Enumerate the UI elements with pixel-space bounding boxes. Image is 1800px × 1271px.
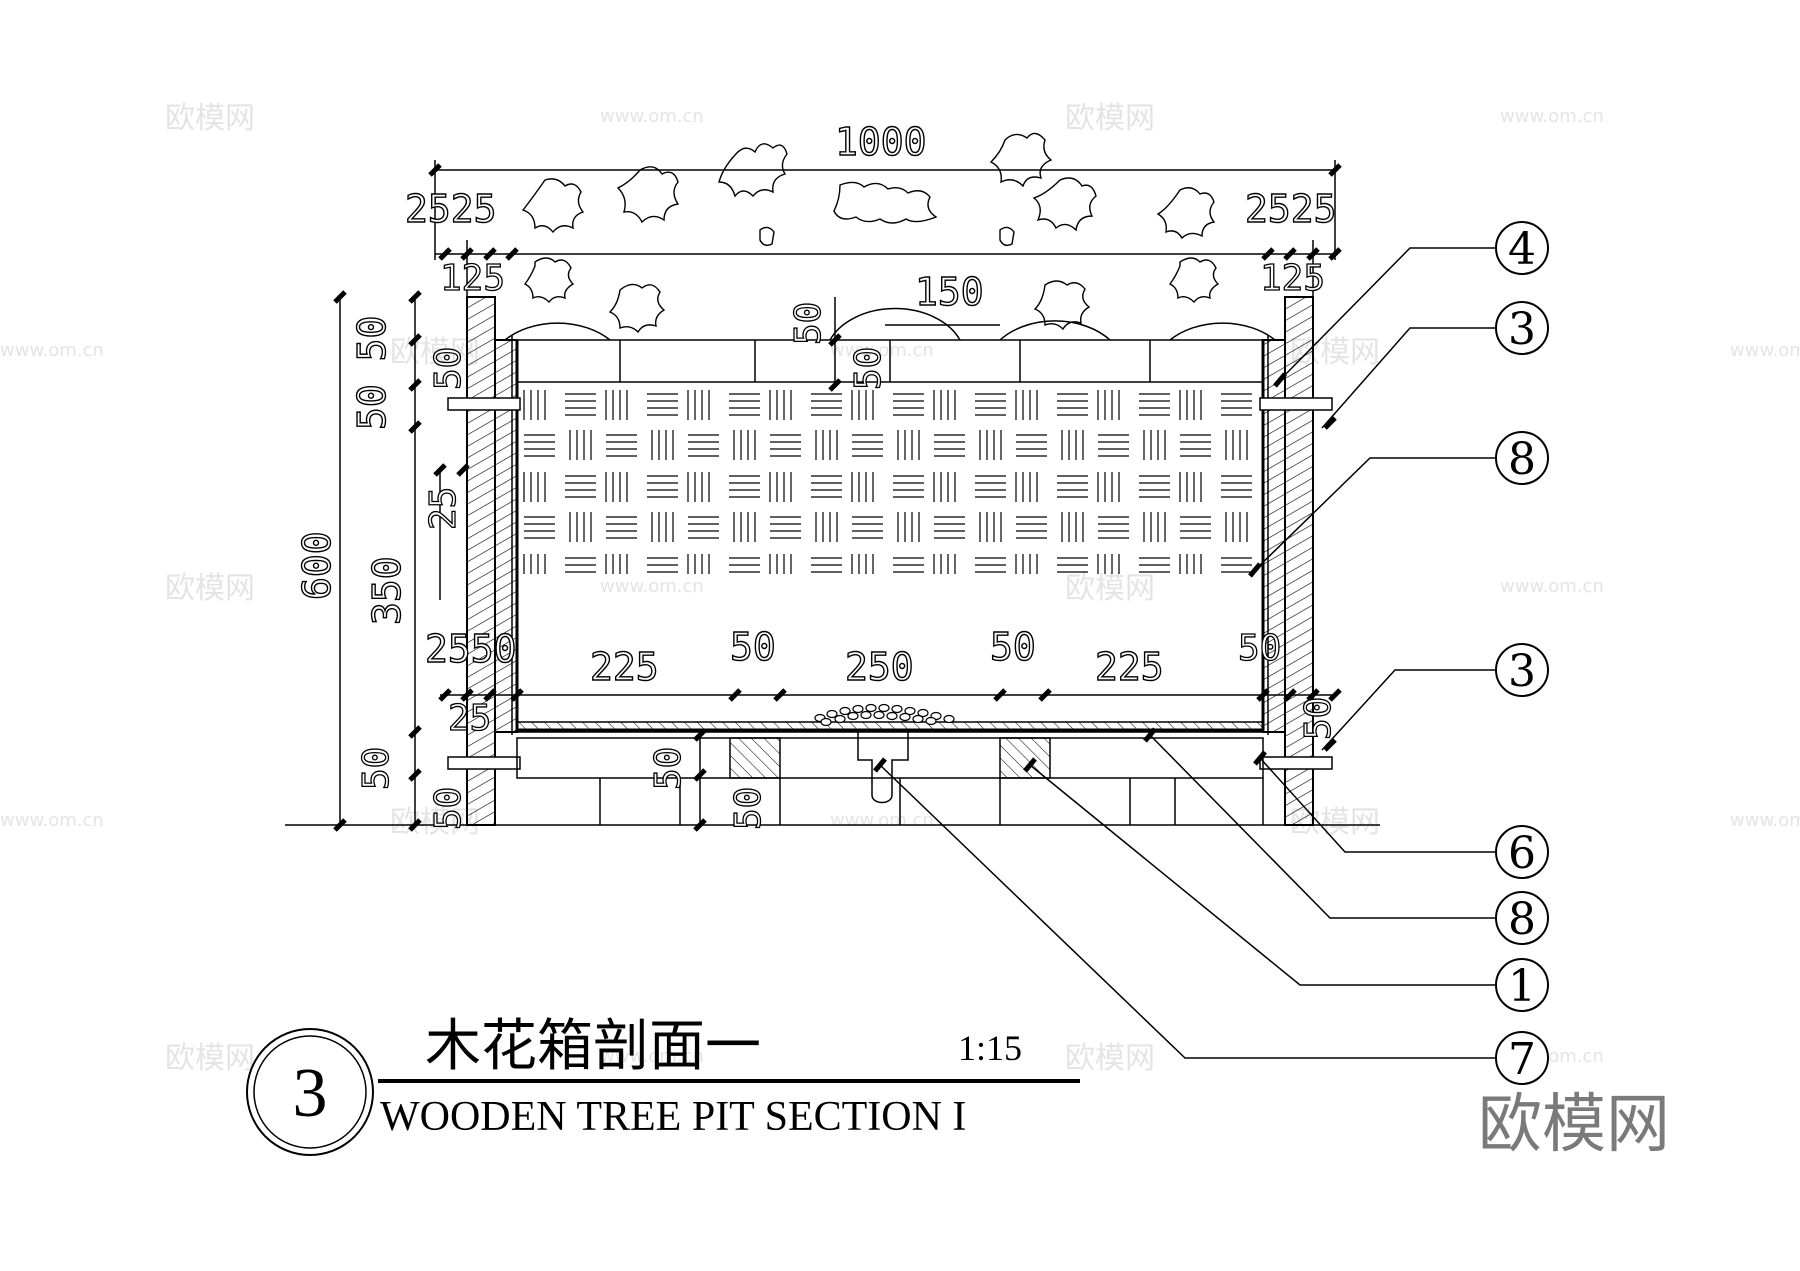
- dim-total-height: 600: [295, 531, 339, 600]
- svg-text:6: 6: [1508, 828, 1536, 879]
- svg-text:www.om.cn: www.om.cn: [600, 106, 704, 127]
- section-number-circle: [246, 1028, 374, 1156]
- svg-text:欧模网: 欧模网: [1065, 571, 1155, 606]
- callout-balloon-4: 4: [1495, 221, 1549, 275]
- title-english: WOODEN TREE PIT SECTION I: [380, 1094, 966, 1140]
- title-chinese: 木花箱剖面一: [425, 1014, 761, 1079]
- svg-text:www.om.cn: www.om.cn: [600, 576, 704, 597]
- planting-soil-fill: [520, 384, 1260, 574]
- dim-bottom-center-span: 250: [845, 645, 914, 689]
- dim-bottom-left-span: 225: [590, 645, 659, 689]
- left-outer-post: [466, 296, 496, 826]
- dim-left-top-pair: 50 50: [350, 316, 394, 430]
- svg-text:www.om.cn: www.om.cn: [0, 340, 104, 361]
- dim-bottom-right-base: 50: [1298, 697, 1339, 740]
- watermark-brand-large: 欧模网: [1478, 1088, 1670, 1162]
- dim-base-block-a: 50: [648, 747, 689, 790]
- svg-text:4: 4: [1508, 224, 1536, 275]
- svg-text:欧模网: 欧模网: [165, 571, 255, 606]
- svg-text:www.om.cn: www.om.cn: [830, 340, 934, 361]
- svg-text:欧模网: 欧模网: [390, 805, 480, 840]
- callout-balloon-8-bottom: 8: [1495, 891, 1549, 945]
- callout-balloon-3-top: 3: [1495, 301, 1549, 355]
- dim-soil-depth: 350: [365, 556, 409, 625]
- dim-top-left-offset: 2525: [405, 187, 497, 231]
- svg-text:www.om.cn: www.om.cn: [1730, 810, 1800, 831]
- callout-balloon-7: 7: [1495, 1031, 1549, 1085]
- bottom-board: [516, 721, 1264, 733]
- svg-text:3: 3: [1508, 304, 1536, 355]
- dim-top-row-a: 50: [788, 302, 829, 345]
- dim-top-row-b: 50: [848, 347, 889, 390]
- left-support-block: [729, 737, 781, 779]
- callout-balloon-1: 1: [1495, 958, 1549, 1012]
- svg-text:7: 7: [1508, 1034, 1536, 1085]
- svg-text:www.om.cn: www.om.cn: [1500, 576, 1604, 597]
- svg-text:www.om.cn: www.om.cn: [1500, 106, 1604, 127]
- dim-top-right-offset: 2525: [1245, 187, 1337, 231]
- top-right-bolt: [1259, 397, 1333, 411]
- bottom-left-bolt: [447, 756, 521, 770]
- drain-outlet: [857, 732, 909, 804]
- svg-text:欧模网: 欧模网: [165, 1041, 255, 1076]
- svg-text:3: 3: [1508, 646, 1536, 697]
- svg-text:欧模网: 欧模网: [165, 101, 255, 136]
- dimension-ticks: [333, 163, 1342, 832]
- dim-left-gap: 25: [423, 487, 464, 530]
- dim-bottom-right-span: 225: [1095, 645, 1164, 689]
- svg-text:www.om.cn: www.om.cn: [1730, 340, 1800, 361]
- dim-left-top-single: 50: [428, 347, 469, 390]
- svg-text:1: 1: [1508, 961, 1536, 1012]
- callout-leaders: [879, 247, 1495, 1059]
- top-left-bolt: [447, 397, 521, 411]
- svg-text:欧模网: 欧模网: [1065, 1041, 1155, 1076]
- dim-plant-spacing: 150: [915, 270, 984, 314]
- dim-left-board: 125: [440, 258, 505, 299]
- dim-bottom-left-support: 50: [730, 625, 776, 669]
- dim-bottom-right-board: 50: [1238, 628, 1281, 669]
- callout-leader-ticks: [873, 372, 1287, 773]
- callout-balloon-3-bottom: 3: [1495, 643, 1549, 697]
- dim-left-bottom-combo: 2550: [425, 627, 517, 671]
- svg-text:8: 8: [1508, 434, 1536, 485]
- svg-text:www.om.cn: www.om.cn: [600, 1046, 704, 1067]
- plant-foliage: [521, 132, 1220, 334]
- callout-balloon-6: 6: [1495, 825, 1549, 879]
- svg-text:www.om.cn: www.om.cn: [0, 810, 104, 831]
- title-scale: 1:15: [958, 1028, 1022, 1068]
- topsoil-block-row: [516, 339, 1264, 383]
- watermark-layer: 欧模网 www.om.cn 欧模网 www.om.cn www.om.cn 欧模…: [0, 101, 1800, 1076]
- plant-mounds: [504, 307, 1276, 341]
- dim-base-block-b: 50: [728, 787, 769, 830]
- svg-text:www.om.cn: www.om.cn: [830, 810, 934, 831]
- callout-balloon-8-top: 8: [1495, 431, 1549, 485]
- bottom-right-bolt: [1259, 756, 1333, 770]
- planter-box: [447, 296, 1333, 826]
- dim-bottom-right-support: 50: [990, 625, 1036, 669]
- dim-overall-width: 1000: [835, 120, 927, 164]
- dim-left-base-b: 50: [428, 787, 469, 830]
- title-block: 3 木花箱剖面一 1:15 WOODEN TREE PIT SECTION I: [246, 1014, 1080, 1156]
- gravel-layer: [814, 703, 955, 727]
- svg-text:欧模网: 欧模网: [1065, 101, 1155, 136]
- dimension-labels: 1000 2525 2525 125 125 150 50 50 50 50 5…: [294, 119, 1339, 830]
- dimension-lines: [339, 160, 1336, 825]
- right-outer-post: [1284, 296, 1314, 826]
- right-support-block: [999, 737, 1051, 779]
- section-number: 3: [293, 1055, 328, 1132]
- dim-right-board: 125: [1260, 258, 1325, 299]
- dim-left-base-a: 50: [356, 747, 397, 790]
- svg-text:欧模网: 欧模网: [390, 335, 480, 370]
- svg-text:8: 8: [1508, 894, 1536, 945]
- dim-bottom-left-board: 25: [448, 698, 491, 739]
